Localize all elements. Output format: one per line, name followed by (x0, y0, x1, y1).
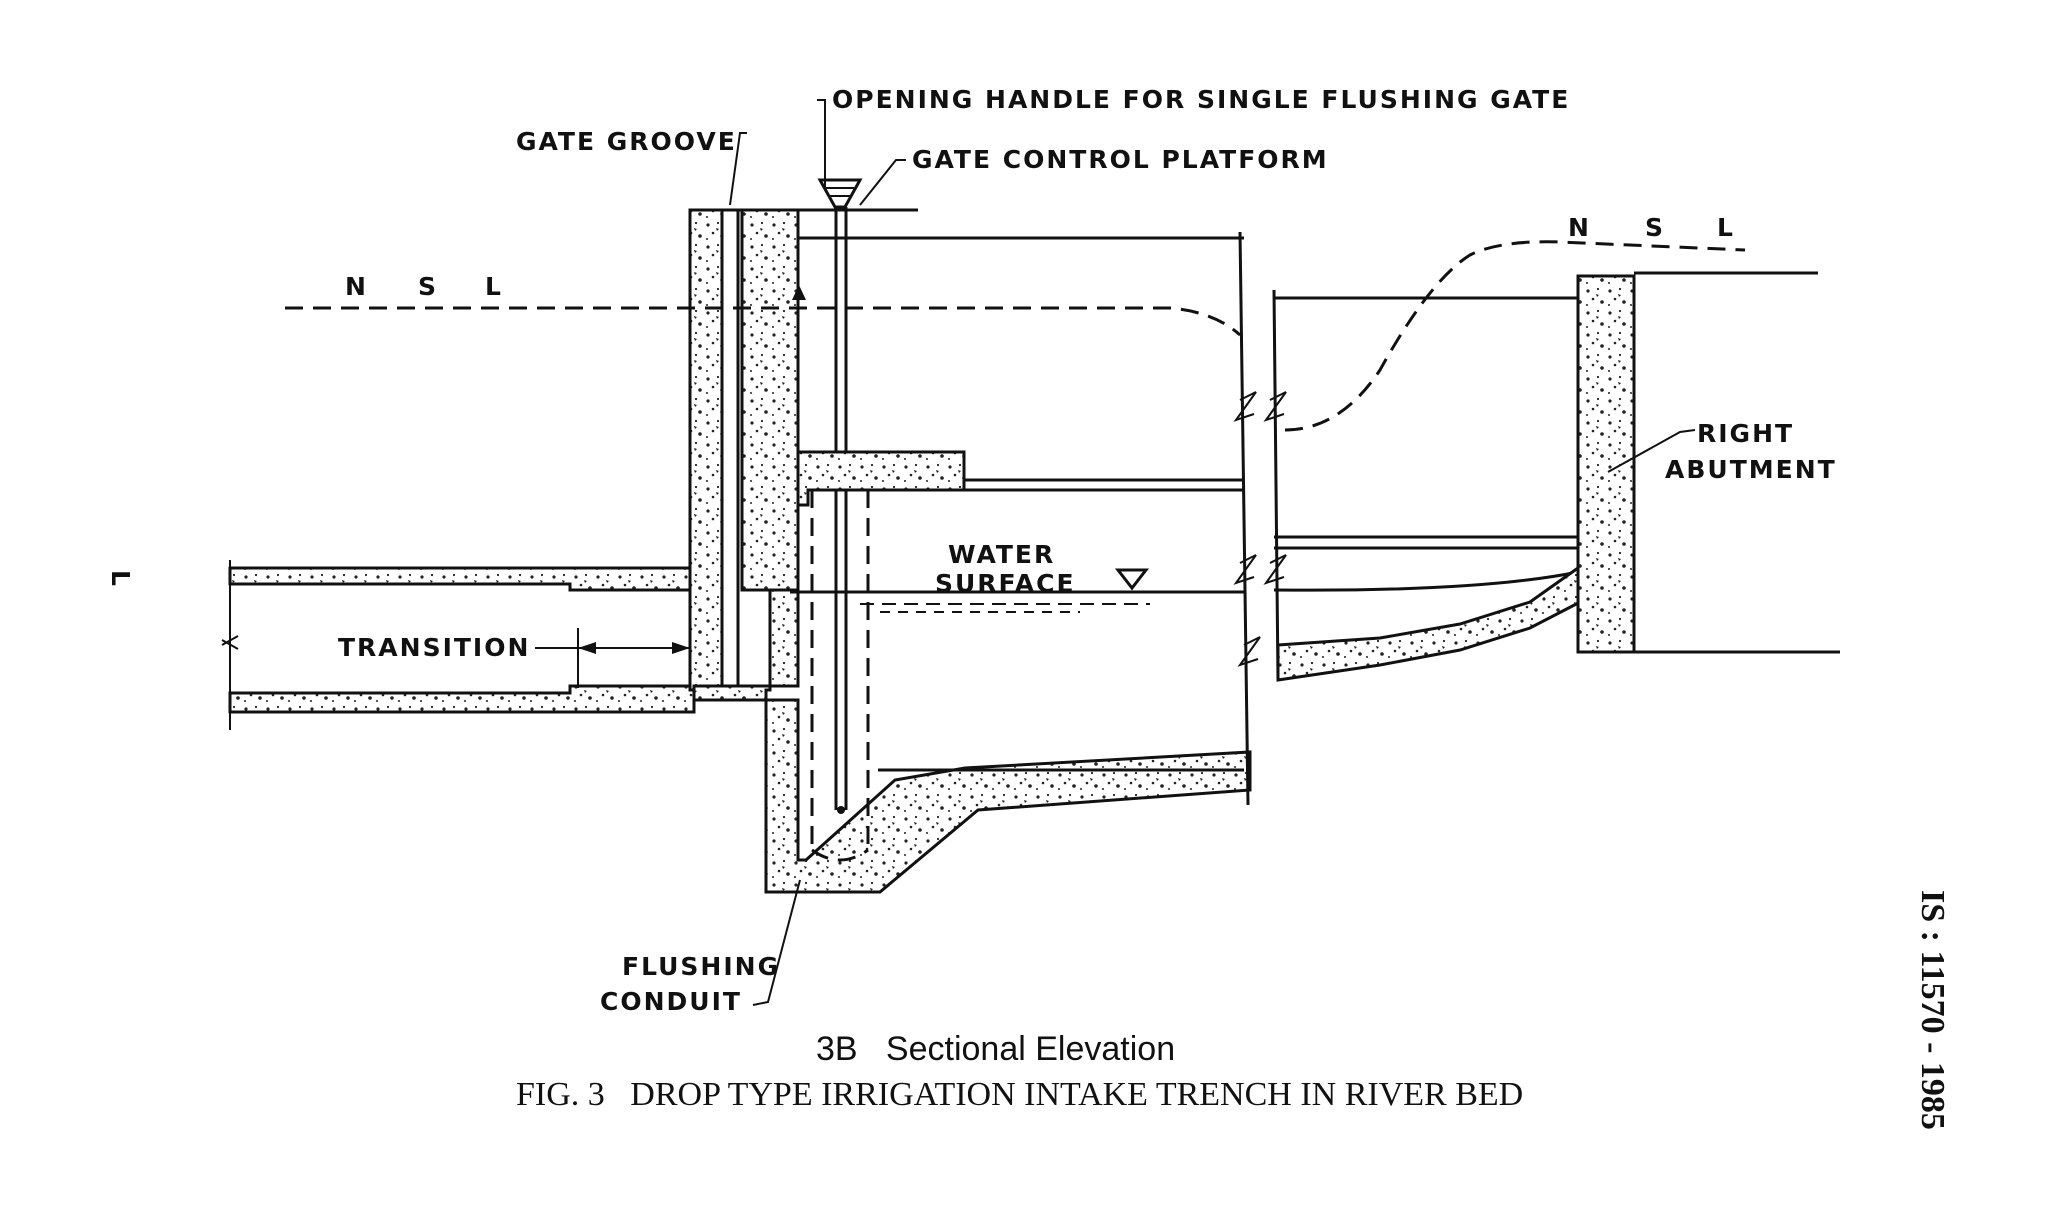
deck-slab (796, 450, 966, 507)
gate-groove-wall (688, 208, 724, 692)
right-abutment-label-1: RIGHT (1697, 419, 1794, 448)
water-surface (790, 568, 1244, 613)
gate-groove-label: GATE GROOVE (516, 127, 737, 156)
gate-control-platform-label: GATE CONTROL PLATFORM (912, 145, 1329, 174)
break-line-right (1272, 289, 1280, 681)
right-abutment (1576, 274, 1636, 654)
flushing-conduit-structure (692, 588, 1252, 894)
water-surface-label-2: SURFACE (935, 569, 1076, 598)
nsl-right-s: S (1645, 213, 1663, 242)
right-abutment-label-2: ABUTMENT (1665, 455, 1837, 484)
leader-lines (729, 99, 1696, 1006)
nsl-left-n: N (345, 272, 366, 301)
transition-channel (221, 560, 696, 730)
opening-handle-label: OPENING HANDLE FOR SINGLE FLUSHING GATE (832, 85, 1570, 114)
nsl-right-n: N (1568, 213, 1589, 242)
figure-subtitle: 3B Sectional Elevation (816, 1030, 1175, 1068)
margin-mark: L (106, 570, 135, 586)
water-surface-icon (1114, 568, 1150, 591)
transition-label: TRANSITION (338, 633, 530, 662)
flushing-conduit-label-2: CONDUIT (600, 987, 742, 1016)
channel-bottom-wall (228, 684, 696, 714)
gate-structure (688, 178, 1244, 810)
nsl-left-s: S (418, 272, 436, 301)
channel-top-wall (228, 566, 696, 592)
flushing-conduit-label-1: FLUSHING (622, 952, 780, 981)
figure-caption: FIG. 3 DROP TYPE IRRIGATION INTAKE TRENC… (516, 1076, 1523, 1113)
nsl-right-l: L (1717, 213, 1733, 242)
nsl-line-right (1284, 240, 1746, 432)
water-surface-label-1: WATER (948, 540, 1055, 569)
gate-pier (740, 208, 800, 592)
nsl-line-left (285, 306, 1242, 337)
right-channel-floor (1276, 565, 1586, 682)
break-line-left (1238, 231, 1250, 806)
standard-id: IS : 11570 - 1985 (1914, 890, 1951, 1130)
nsl-left-l: L (485, 272, 501, 301)
